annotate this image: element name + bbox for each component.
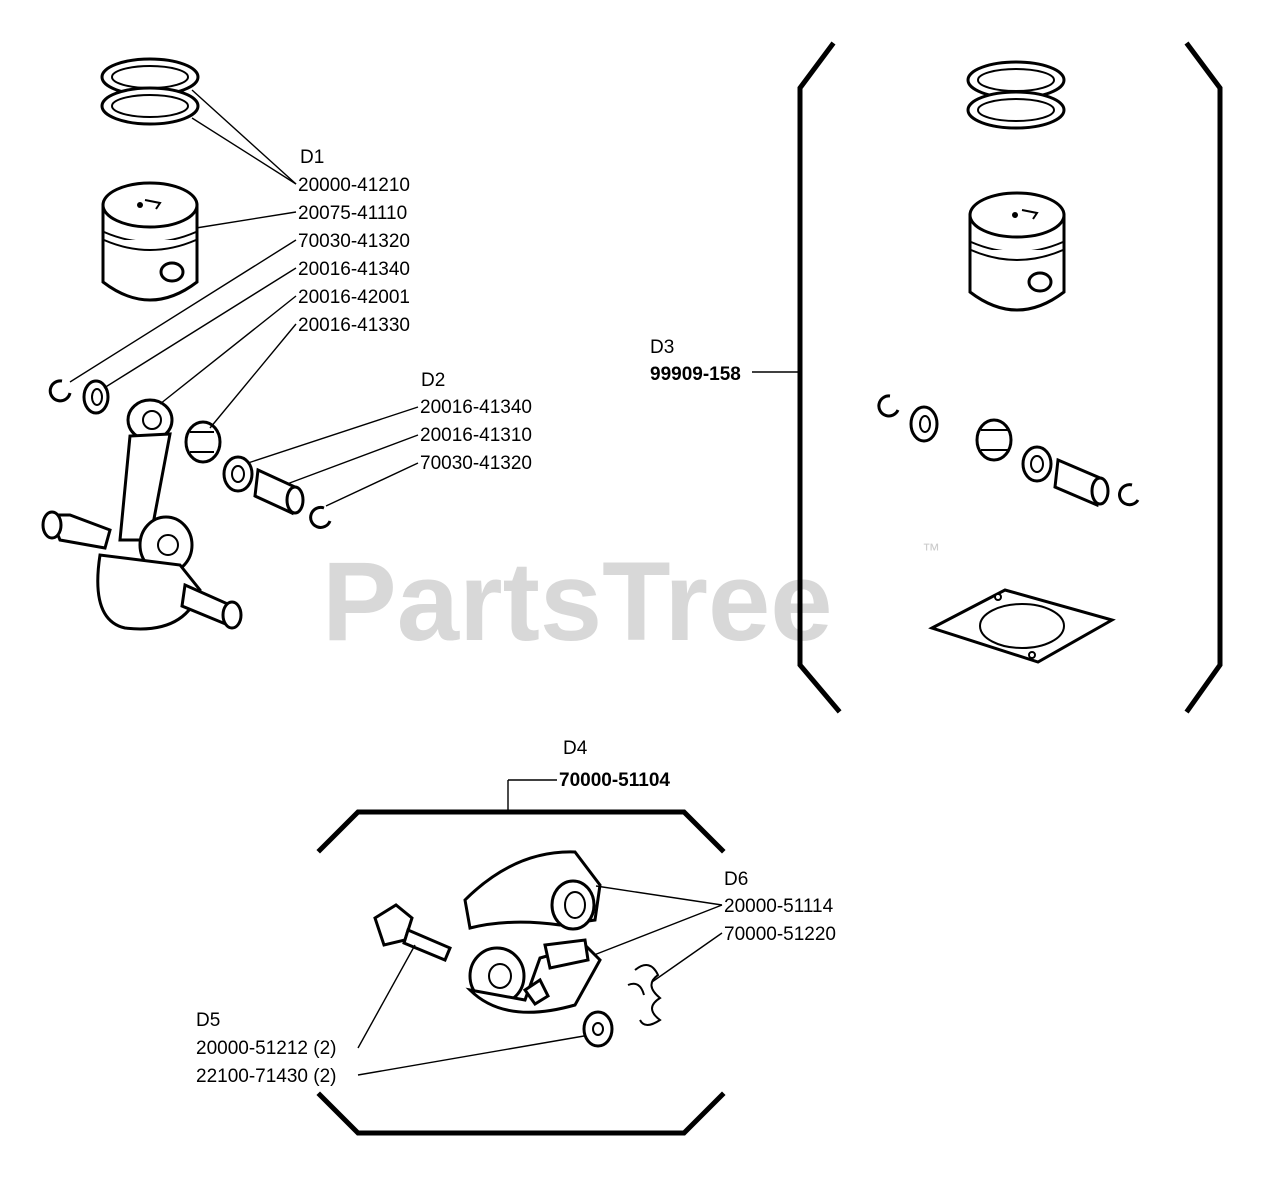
d3-part: 99909-158 xyxy=(650,364,741,385)
d2-part-2: 20016-41310 xyxy=(420,425,532,446)
d6-label: D6 xyxy=(724,869,748,890)
callout-d1: D1 20000-41210 20075-41110 70030-41320 2… xyxy=(69,89,410,429)
callout-d4: D4 70000-51104 xyxy=(559,738,670,791)
d4-label: D4 xyxy=(563,738,588,759)
d6-part-2: 70000-51220 xyxy=(724,924,836,945)
d1-part-2: 20075-41110 xyxy=(298,203,407,224)
d2-label: D2 xyxy=(421,370,445,391)
d6-part-1: 20000-51114 xyxy=(724,896,834,917)
d3-label: D3 xyxy=(650,337,674,358)
d5-label: D5 xyxy=(196,1010,220,1031)
small-end-parts-illustration xyxy=(48,379,332,529)
watermark: PartsTree ™ xyxy=(322,539,940,664)
d1-part-1: 20000-41210 xyxy=(298,175,410,196)
d1-part-3: 70030-41320 xyxy=(298,231,410,252)
d3-kit-illustration xyxy=(877,60,1140,664)
d3-kit-bracket xyxy=(797,41,1223,714)
callout-d5: D5 20000-51212 (2) 22100-71430 (2) xyxy=(196,944,585,1087)
d1-part-6: 20016-41330 xyxy=(298,315,410,336)
d1-label: D1 xyxy=(300,147,324,168)
d5-part-2: 22100-71430 (2) xyxy=(196,1066,337,1087)
d1-part-5: 20016-42001 xyxy=(298,287,410,308)
d4-part: 70000-51104 xyxy=(559,770,670,791)
callout-d3: D3 99909-158 xyxy=(650,337,800,385)
crankshaft-illustration xyxy=(41,398,243,631)
d5-part-1: 20000-51212 (2) xyxy=(196,1038,337,1059)
watermark-trademark: ™ xyxy=(922,540,940,560)
callout-d2: D2 20016-41340 20016-41310 70030-41320 xyxy=(247,370,532,507)
piston-rings-illustration xyxy=(100,57,200,126)
clutch-illustration xyxy=(373,850,662,1048)
d2-part-1: 20016-41340 xyxy=(420,397,532,418)
callout-d6: D6 20000-51114 70000-51220 xyxy=(593,869,836,983)
piston-illustration xyxy=(101,181,199,302)
watermark-text: PartsTree xyxy=(322,539,833,664)
d2-part-3: 70030-41320 xyxy=(420,453,532,474)
d4-kit-bracket xyxy=(316,779,726,1136)
d1-part-4: 20016-41340 xyxy=(298,259,410,280)
